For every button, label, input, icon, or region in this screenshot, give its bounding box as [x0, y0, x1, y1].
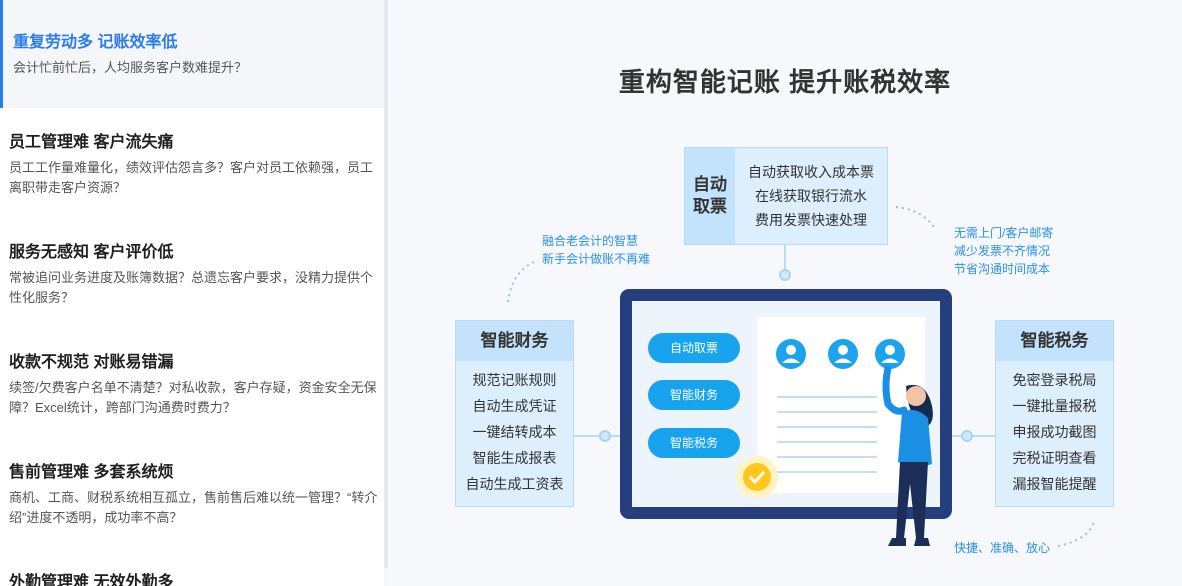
pain-item-payment[interactable]: 收款不规范 对账易错漏 续签/欠费客户名单不清楚？对私收款，客户存疑，资金安全无…: [0, 352, 384, 417]
smart-tax-pill[interactable]: 智能税务: [648, 428, 740, 458]
user-icon: [875, 339, 905, 369]
feature-line: 一键结转成本: [472, 424, 557, 440]
pain-item-fieldwork[interactable]: 外勤管理难 无效外勤多: [0, 572, 384, 586]
feature-line: 一键批量报税: [1012, 398, 1097, 414]
pain-desc: 员工工作量难量化，绩效评估怨言多？客户对员工依赖强，员工离职带走客户资源？: [9, 160, 374, 195]
feature-line: 申报成功截图: [1012, 424, 1097, 440]
smart-tax-heading: 智能税务: [996, 321, 1113, 361]
dotted-curves: [507, 206, 1095, 547]
note-line: 融合老会计的智慧: [542, 234, 639, 248]
pain-title: 重复劳动多 记账效率低: [13, 34, 178, 51]
pain-desc: 会计忙前忙后，人均服务客户数难提升？: [13, 60, 248, 75]
pain-title: 售前管理难 多套系统烦: [9, 464, 174, 481]
user-icon: [828, 339, 858, 369]
note-right: 无需上门/客户邮寄 减少发票不齐情况 节省沟通时间成本: [954, 224, 1053, 278]
note-line: 无需上门/客户邮寄: [954, 226, 1054, 240]
connector-dot: [961, 430, 973, 442]
pain-item-efficiency[interactable]: 重复劳动多 记账效率低 会计忙前忙后，人均服务客户数难提升？: [0, 0, 384, 108]
pain-title: 服务无感知 客户评价低: [9, 244, 174, 261]
feature-line: 规范记账规则: [472, 372, 557, 388]
pain-item-presales[interactable]: 售前管理难 多套系统烦 商机、工商、财税系统相互孤立，售前售后难以统一管理？“转…: [0, 462, 384, 527]
sidebar-scrollbar[interactable]: [384, 0, 388, 568]
feature-line: 智能生成报表: [472, 450, 557, 466]
auto-ticket-box: 自动取票 自动获取收入成本票 在线获取银行流水 费用发票快速处理: [684, 147, 888, 245]
auto-ticket-heading: 自动取票: [685, 148, 735, 244]
feature-line: 完税证明查看: [1012, 450, 1097, 466]
check-icon: [736, 456, 778, 498]
feature-line: 在线获取银行流水: [755, 188, 867, 204]
pain-title: 员工管理难 客户流失痛: [9, 134, 174, 151]
note-line: 节省沟通时间成本: [954, 262, 1051, 276]
feature-line: 自动生成工资表: [465, 476, 564, 492]
feature-line: 费用发票快速处理: [755, 212, 867, 228]
page-title: 重构智能记账 提升账税效率: [618, 67, 952, 97]
pain-point-sidebar: 重复劳动多 记账效率低 会计忙前忙后，人均服务客户数难提升？ 员工管理难 客户流…: [0, 0, 384, 586]
connector-line: [784, 245, 786, 275]
pain-item-staff[interactable]: 员工管理难 客户流失痛 员工工作量难量化，绩效评估怨言多？客户对员工依赖强，员工…: [0, 132, 384, 197]
auto-ticket-pill[interactable]: 自动取票: [648, 333, 740, 363]
pain-title: 收款不规范 对账易错漏: [9, 354, 174, 371]
pain-desc: 商机、工商、财税系统相互孤立，售前售后难以统一管理？“转介绍”进度不透明，成功率…: [9, 490, 378, 525]
pain-title: 外勤管理难 无效外勤多: [9, 574, 174, 586]
feature-line: 自动获取收入成本票: [748, 164, 874, 180]
woman-illustration: [882, 366, 933, 546]
pain-desc: 续签/欠费客户名单不清楚？对私收款，客户存疑，资金安全无保障？Excel统计，跨…: [9, 380, 377, 415]
monitor-screen: 自动取票 智能财务 智能税务: [632, 301, 940, 507]
feature-line: 免密登录税局: [1012, 372, 1097, 388]
document-panel: [757, 317, 925, 493]
note-left: 融合老会计的智慧 新手会计做账不再难: [542, 232, 650, 268]
smart-tax-box: 智能税务 免密登录税局 一键批量报税 申报成功截图 完税证明查看 漏报智能提醒: [995, 320, 1114, 507]
connector-dot: [599, 430, 611, 442]
document-illustration: [776, 339, 905, 473]
connector-dot: [779, 269, 791, 281]
note-line: 减少发票不齐情况: [954, 244, 1051, 258]
pain-desc: 常被追问业务进度及账簿数据？总遗忘客户要求，没精力提供个性化服务？: [9, 270, 374, 305]
user-icon: [776, 339, 806, 369]
feature-line: 漏报智能提醒: [1012, 476, 1097, 492]
note-line: 新手会计做账不再难: [542, 252, 651, 266]
smart-finance-heading: 智能财务: [456, 321, 573, 361]
monitor: 自动取票 智能财务 智能税务: [620, 289, 952, 519]
feature-line: 自动生成凭证: [472, 398, 557, 414]
main-illustration: 重构智能记账 提升账税效率 自动取票 自动获取收入成本票 在线获取银行流水 费用…: [388, 0, 1182, 586]
note-bottom: 快捷、准确、放心: [954, 541, 1051, 555]
connector-line: [952, 435, 995, 437]
pain-item-service[interactable]: 服务无感知 客户评价低 常被追问业务进度及账簿数据？总遗忘客户要求，没精力提供个…: [0, 242, 384, 307]
smart-finance-box: 智能财务 规范记账规则 自动生成凭证 一键结转成本 智能生成报表 自动生成工资表: [455, 320, 574, 507]
connector-line: [574, 435, 620, 437]
smart-finance-pill[interactable]: 智能财务: [648, 380, 740, 410]
